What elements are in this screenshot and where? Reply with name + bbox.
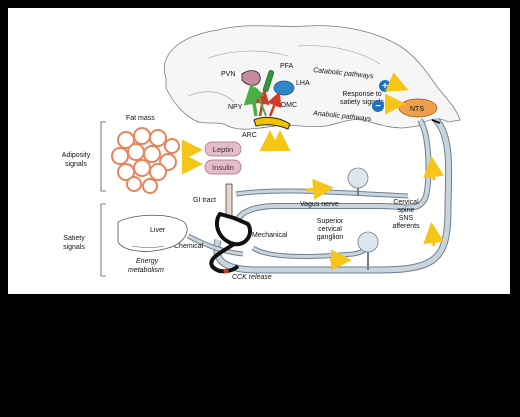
lha-label: LHA bbox=[296, 80, 310, 87]
response-arrow-top bbox=[385, 72, 409, 92]
cck-release-label: CCK release bbox=[232, 274, 272, 281]
fat-cells-cluster bbox=[111, 127, 180, 194]
npy-to-pvn-arrow bbox=[243, 83, 265, 117]
brain-fold-2 bbox=[297, 45, 381, 65]
nts-marker bbox=[431, 119, 441, 124]
nts-label: NTS bbox=[410, 106, 424, 113]
fat-mass-label: Fat mass bbox=[126, 115, 155, 122]
pomc-to-lha-arrow bbox=[267, 91, 282, 117]
liver-outline bbox=[117, 214, 188, 252]
mechanical-label: Mechanical bbox=[252, 232, 288, 239]
response-to-satiety-line2: satiety signals bbox=[340, 99, 384, 106]
pomc-label: POMC bbox=[276, 102, 297, 109]
pvn-nucleus bbox=[241, 70, 261, 86]
superior-cervical-ganglion-line2: cervical bbox=[318, 226, 342, 233]
plus-sign-text: + bbox=[382, 81, 388, 92]
liver-nerve-tube-fill bbox=[187, 234, 244, 256]
ascending-signal-arrow-lower bbox=[423, 222, 445, 247]
pfa-label: PFA bbox=[280, 63, 294, 70]
gi-tract-label: GI tract bbox=[193, 197, 216, 204]
arc-label: ARC bbox=[242, 132, 257, 139]
insulin-label: Insulin bbox=[212, 163, 234, 172]
cervical-spine-line3: SNS bbox=[399, 215, 414, 222]
vagus-nerve-label: Vagus nerve bbox=[300, 201, 339, 208]
duodenum-loop bbox=[209, 242, 240, 274]
satiety-bracket bbox=[100, 203, 106, 277]
npy-label: NPY bbox=[228, 104, 243, 111]
energy-balance-diagram: NTS PVN PFA LHA ARC NPY POMC Catabolic p… bbox=[62, 25, 461, 281]
ascending-signal-arrow-upper bbox=[423, 156, 445, 181]
vagus-ganglion bbox=[347, 167, 369, 189]
satiety-group-line1: Satiety bbox=[63, 235, 85, 242]
leptin-pill bbox=[204, 141, 242, 157]
cck-release-dot bbox=[223, 268, 229, 274]
response-to-satiety-line1: Response to bbox=[342, 91, 381, 98]
insulin-pill bbox=[204, 159, 242, 175]
caption-band bbox=[8, 296, 510, 408]
stomach-shape bbox=[214, 211, 253, 247]
pomc-to-pvn-arrow bbox=[253, 86, 267, 117]
cervical-spine-line2: spine bbox=[398, 207, 415, 214]
liver-lobe-line bbox=[131, 245, 165, 248]
cervical-spine-line1: Cervical bbox=[393, 199, 419, 206]
pvn-label: PVN bbox=[221, 71, 235, 78]
superior-cervical-ganglion-line1: Superior bbox=[317, 218, 344, 225]
nerve-tube-outer bbox=[213, 117, 453, 274]
superior-cervical-ganglion-node bbox=[357, 231, 379, 253]
lha-nucleus bbox=[273, 80, 295, 96]
minus-sign-icon bbox=[372, 100, 384, 112]
esophagus bbox=[225, 183, 233, 219]
vagus-signal-arrow bbox=[305, 178, 334, 200]
energy-metabolism-line2: metabolism bbox=[128, 267, 164, 274]
cervical-spine-line4: afferents bbox=[392, 223, 420, 230]
adiposity-group-line2: signals bbox=[65, 161, 87, 168]
arc-nucleus bbox=[253, 116, 291, 130]
diagram-panel: NTS PVN PFA LHA ARC NPY POMC Catabolic p… bbox=[8, 8, 510, 294]
sympathetic-nerve-tube-fill bbox=[252, 237, 371, 258]
nerve-tube-outer-fill bbox=[214, 118, 452, 273]
adiposity-group-line1: Adiposity bbox=[62, 152, 91, 159]
brain-fold-1 bbox=[207, 50, 289, 59]
brain-fold-3 bbox=[187, 91, 235, 103]
satiety-group-line2: signals bbox=[63, 244, 85, 251]
leptin-label: Leptin bbox=[213, 145, 233, 154]
chemical-label: Chemical bbox=[174, 243, 204, 250]
adiposity-bracket bbox=[100, 121, 106, 192]
superior-cervical-ganglion-line3: ganglion bbox=[317, 234, 344, 241]
minus-sign-text: − bbox=[375, 101, 381, 112]
energy-metabolism-line1: Energy bbox=[136, 258, 159, 265]
liver-label: Liver bbox=[150, 227, 166, 234]
